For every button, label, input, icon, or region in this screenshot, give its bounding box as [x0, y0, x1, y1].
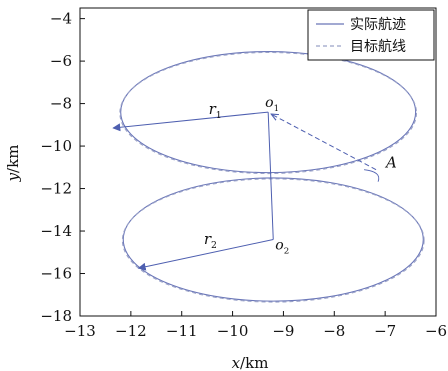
x-axis-label: x/km [232, 354, 269, 371]
legend-label-actual: 实际航迹 [350, 17, 406, 33]
y-tick-label: −12 [40, 180, 72, 198]
x-tick-label: −6 [425, 322, 447, 340]
x-tick-label: −7 [374, 322, 396, 340]
y-tick-label: −18 [40, 307, 72, 325]
r1-radius-arrow [112, 111, 269, 132]
x-tick-label: −12 [115, 322, 147, 340]
y-tick-label: −4 [50, 10, 72, 28]
legend-label-target: 目标航线 [350, 39, 406, 55]
y-tick-label: −10 [40, 137, 72, 155]
y-tick-label: −6 [50, 52, 72, 70]
x-tick-label: −9 [272, 322, 294, 340]
r1-label: r1 [209, 100, 222, 121]
o1-label: o1 [265, 95, 279, 114]
actual-track-ellipse-2 [122, 177, 424, 302]
legend: 实际航迹 目标航线 [307, 9, 435, 61]
x-axis-var: x [232, 354, 241, 371]
A-label: A [384, 154, 397, 172]
y-tick-label: −8 [50, 95, 72, 113]
target-route-ellipse-2 [121, 178, 425, 303]
plot-frame [79, 7, 437, 317]
r2-label-subscript: 2 [211, 240, 217, 251]
x-tick-label: −13 [64, 322, 96, 340]
y-axis-ticks: −18 −16 −14 −12 −10 −8 −6 −4 [40, 10, 85, 325]
actual-track-ellipse-1 [120, 50, 417, 174]
x-tick-label: −11 [166, 322, 198, 340]
y-axis-var: y [4, 172, 22, 182]
x-tick-label: −10 [217, 322, 249, 340]
r2-label: r2 [204, 230, 217, 251]
r2-radius-arrow [137, 239, 274, 271]
r2-label-main: r [204, 230, 212, 248]
o2-label-subscript: 2 [284, 247, 290, 257]
x-axis-ticks: −13 −12 −11 −10 −9 −8 −7 −6 [64, 311, 447, 340]
A-label-main: A [384, 154, 397, 172]
y-axis-label: y/km [4, 145, 22, 183]
x-tick-label: −8 [323, 322, 345, 340]
x-axis-unit: /km [240, 354, 268, 371]
legend-box [307, 9, 435, 61]
y-tick-label: −14 [40, 222, 72, 240]
y-tick-label: −16 [40, 265, 72, 283]
approach-arc [364, 169, 380, 182]
o2-label-main: o [275, 238, 283, 254]
r1-label-subscript: 1 [216, 110, 222, 121]
series-layer [119, 50, 425, 303]
o2-label: o2 [275, 238, 289, 257]
center-connector-line [267, 112, 274, 240]
y-axis-unit: /km [4, 145, 22, 173]
approach-dashed-arrow [271, 114, 377, 171]
target-route-ellipse-1 [119, 51, 418, 175]
o1-label-subscript: 1 [274, 104, 280, 114]
r1-label-main: r [209, 100, 217, 118]
o1-label-main: o [265, 95, 273, 111]
